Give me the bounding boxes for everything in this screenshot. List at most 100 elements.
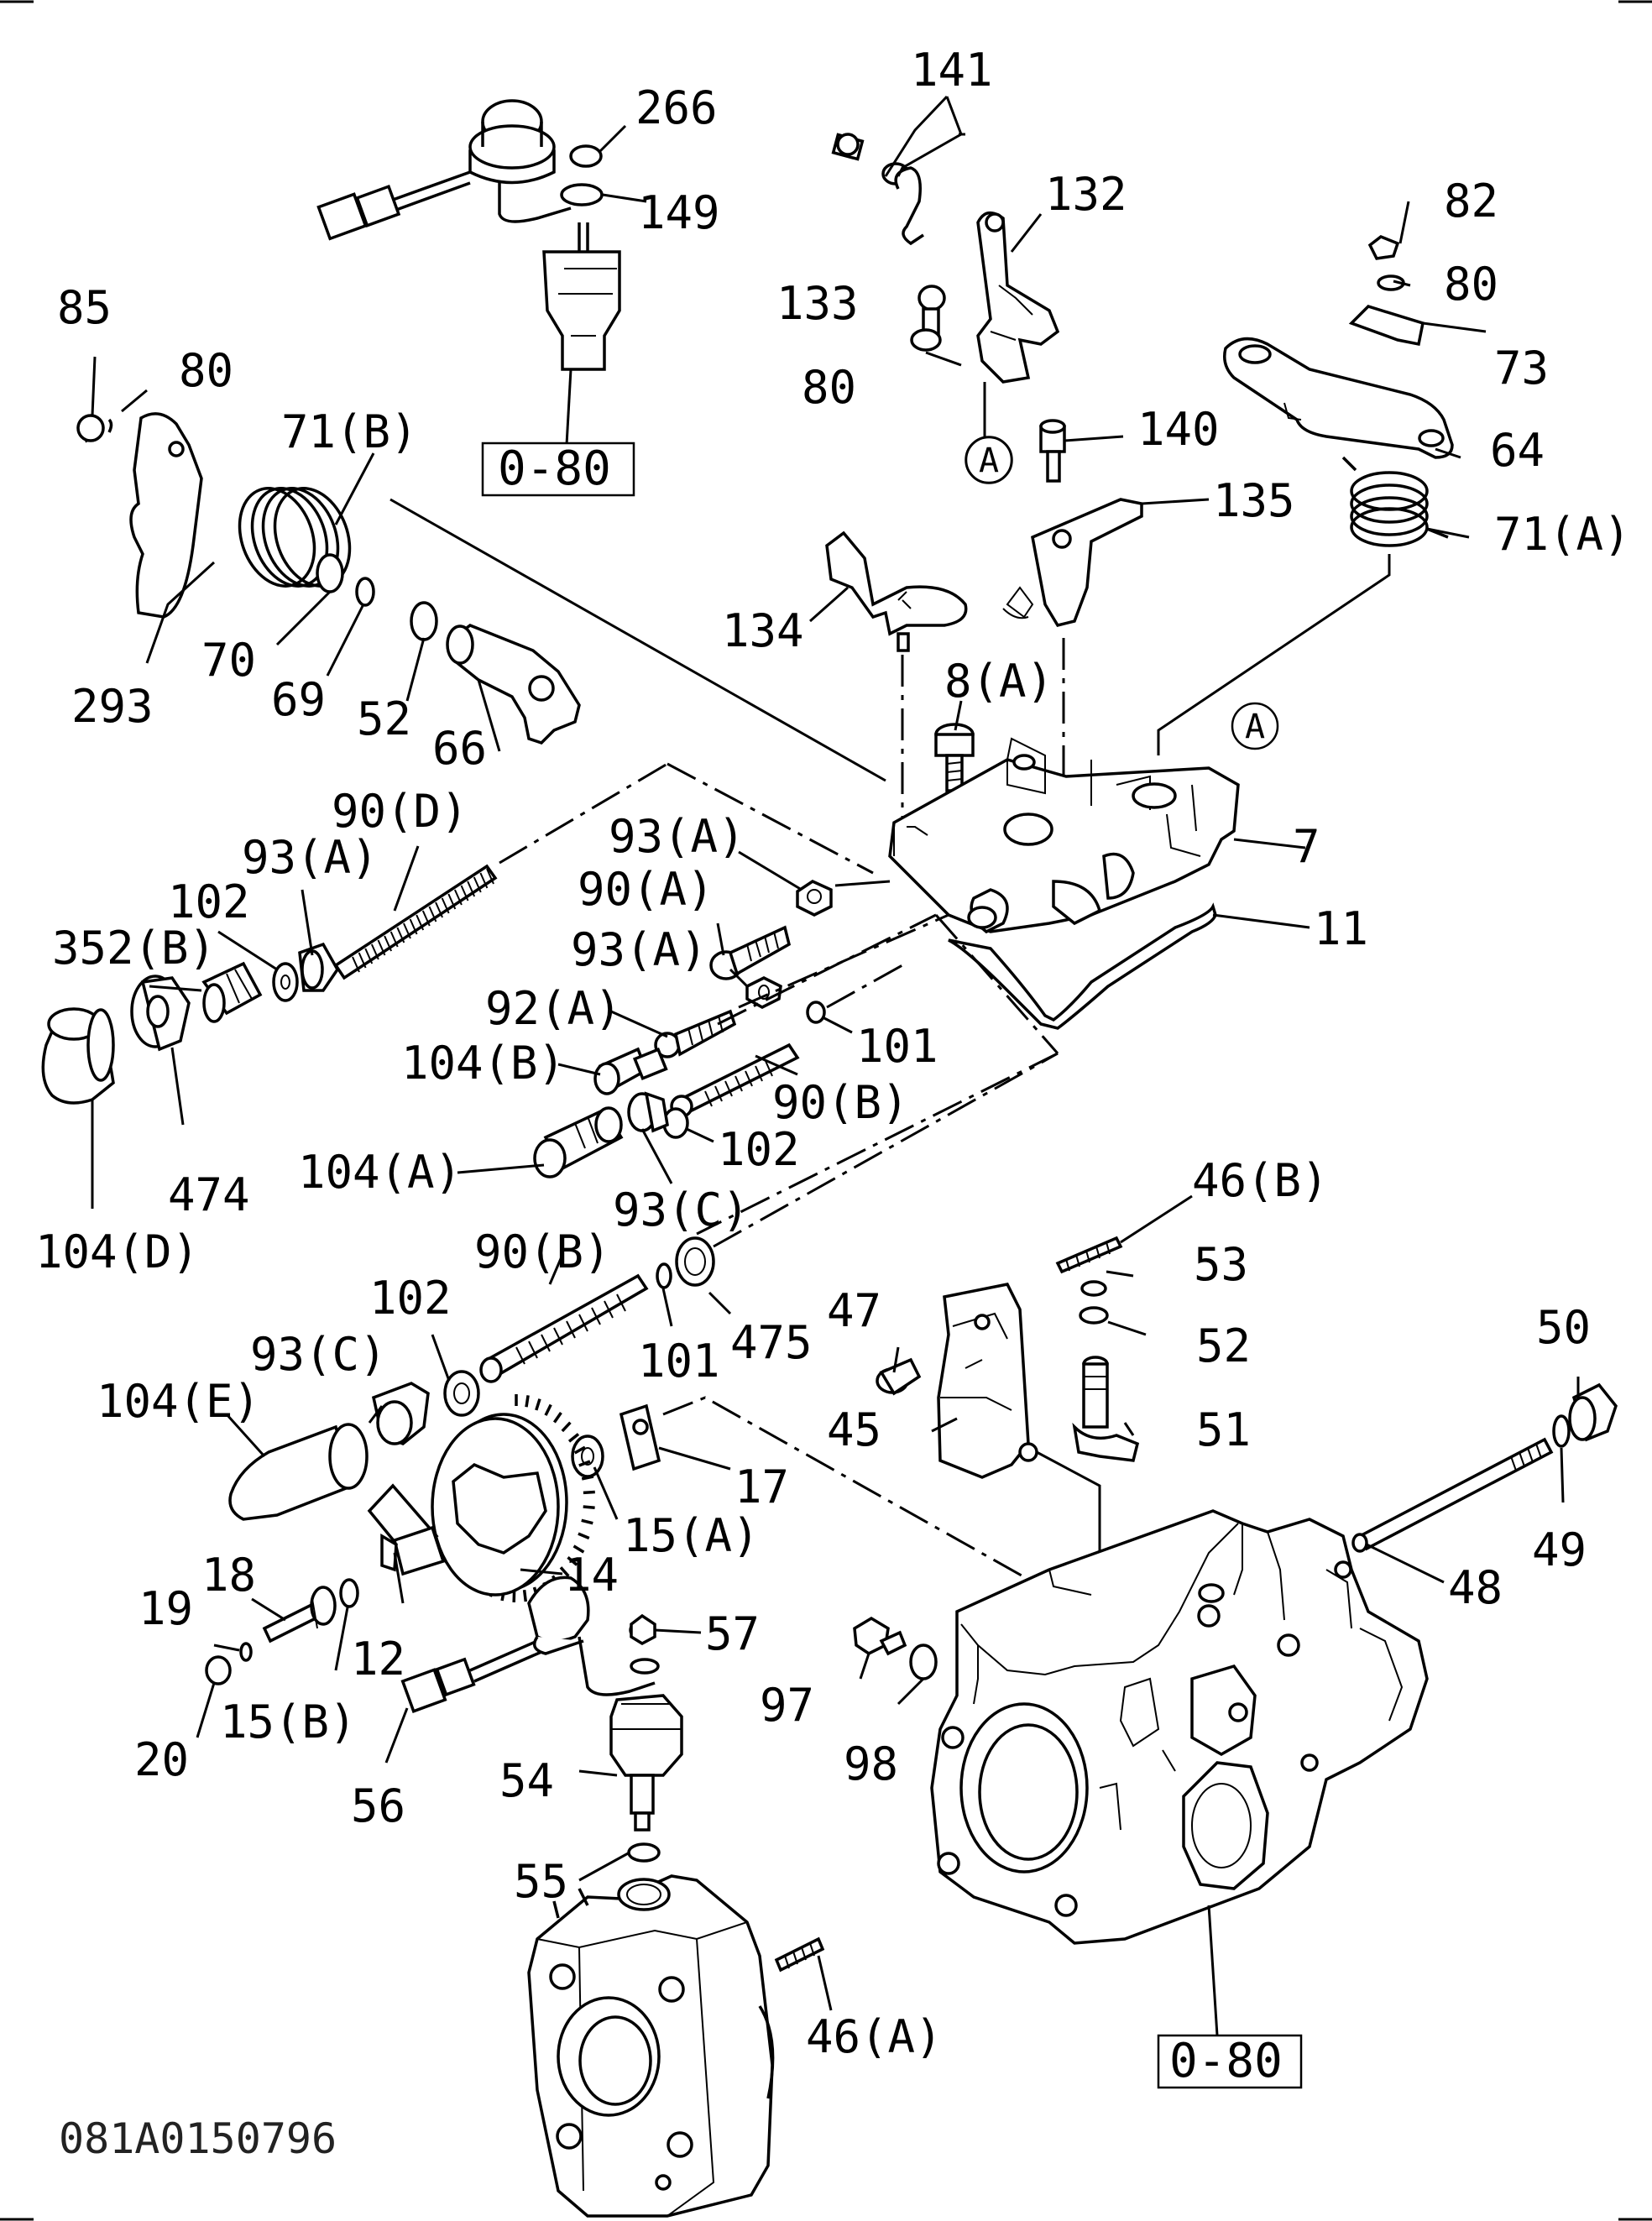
lever-293-assembly[interactable] bbox=[76, 412, 886, 782]
cap-474[interactable] bbox=[130, 975, 191, 1052]
lever-45[interactable] bbox=[937, 1283, 1101, 1637]
callout-293: 293 bbox=[71, 680, 154, 733]
callout-101-a: 101 bbox=[856, 1020, 938, 1073]
nut-93c-mid[interactable] bbox=[627, 1091, 669, 1133]
washer-52-low[interactable] bbox=[1079, 1306, 1109, 1325]
spring-46a[interactable] bbox=[774, 1936, 825, 1973]
callout-80-b: 80 bbox=[802, 361, 856, 414]
callout-104a: 104(A) bbox=[298, 1146, 462, 1199]
sensor-top-assembly[interactable] bbox=[316, 99, 621, 446]
governor-cover-7[interactable] bbox=[888, 737, 1240, 934]
callout-90a: 90(A) bbox=[578, 863, 714, 916]
plate-134[interactable] bbox=[825, 530, 968, 831]
callout-101-b: 101 bbox=[638, 1335, 720, 1387]
callout-50: 50 bbox=[1536, 1301, 1591, 1354]
plunger-104b[interactable] bbox=[593, 1047, 668, 1095]
lever-64-assembly[interactable] bbox=[1157, 235, 1454, 755]
washer-102-top[interactable] bbox=[272, 962, 299, 1002]
reference-box-top[interactable]: 0-80 bbox=[481, 442, 635, 497]
bracket-135[interactable] bbox=[1002, 419, 1143, 789]
cap-104e[interactable] bbox=[228, 1423, 369, 1521]
nut-352b[interactable] bbox=[201, 961, 263, 1023]
oring-101-mid[interactable] bbox=[806, 964, 903, 1024]
callout-20: 20 bbox=[134, 1733, 189, 1786]
housing-block[interactable] bbox=[527, 1874, 775, 2218]
callout-97: 97 bbox=[760, 1679, 814, 1732]
bolt-8a[interactable] bbox=[934, 723, 975, 827]
callout-134: 134 bbox=[722, 604, 804, 657]
plate-17[interactable] bbox=[619, 1403, 661, 1471]
sensor-56-assembly[interactable] bbox=[400, 1576, 683, 1863]
screw-90b-low[interactable] bbox=[479, 1273, 649, 1383]
drawing-code: 081A0150796 bbox=[59, 2114, 337, 2163]
callout-141: 141 bbox=[911, 44, 993, 97]
oring-53[interactable] bbox=[1080, 1280, 1107, 1297]
washer-15b[interactable] bbox=[339, 1578, 359, 1608]
callout-135: 135 bbox=[1213, 474, 1295, 527]
callout-352b: 352(B) bbox=[52, 922, 216, 975]
screw-48[interactable] bbox=[1351, 1437, 1554, 1553]
nut-93a-mid[interactable] bbox=[796, 880, 833, 917]
weights-12[interactable] bbox=[367, 1483, 446, 1576]
callout-52-b: 52 bbox=[1196, 1320, 1251, 1372]
callout-17: 17 bbox=[735, 1461, 789, 1513]
spring-71b[interactable] bbox=[227, 478, 363, 596]
callout-73: 73 bbox=[1494, 342, 1549, 395]
oring-49[interactable] bbox=[1552, 1414, 1571, 1448]
screw-90d[interactable] bbox=[333, 762, 874, 980]
callout-133: 133 bbox=[776, 277, 859, 330]
callout-80-a: 80 bbox=[1444, 258, 1498, 311]
dashed-guide-third bbox=[713, 1052, 1059, 1248]
callout-71b: 71(B) bbox=[281, 405, 418, 458]
reference-box-bottom[interactable]: 0-80 bbox=[1157, 2034, 1303, 2089]
gasket-11[interactable] bbox=[948, 902, 1217, 1030]
ring-19[interactable] bbox=[239, 1642, 253, 1662]
callout-52-a: 52 bbox=[357, 692, 411, 745]
shaft-18[interactable] bbox=[262, 1586, 337, 1644]
plunger-104a[interactable] bbox=[533, 1106, 624, 1178]
washer-98[interactable] bbox=[909, 1644, 938, 1680]
washer-15a[interactable] bbox=[571, 1435, 604, 1478]
bolt-47[interactable] bbox=[876, 1357, 922, 1396]
callout-93a-c: 93(A) bbox=[571, 923, 708, 976]
cap-104d[interactable] bbox=[41, 1007, 115, 1105]
oring-101-low[interactable] bbox=[656, 1262, 672, 1289]
nut-93a-low[interactable] bbox=[745, 976, 782, 1009]
shaft-51[interactable] bbox=[1072, 1356, 1140, 1462]
washer-102-low[interactable] bbox=[443, 1370, 480, 1417]
callout-48: 48 bbox=[1448, 1561, 1503, 1614]
cap-20[interactable] bbox=[205, 1655, 232, 1685]
callout-15b: 15(B) bbox=[220, 1696, 357, 1748]
callout-475: 475 bbox=[730, 1316, 813, 1369]
seal-475[interactable] bbox=[675, 1236, 715, 1287]
spring-71a[interactable] bbox=[1341, 456, 1449, 547]
svg-text:A: A bbox=[1245, 708, 1265, 746]
callout-19: 19 bbox=[139, 1582, 193, 1635]
callout-132: 132 bbox=[1045, 168, 1127, 221]
section-marker-a-right: A bbox=[1231, 702, 1279, 750]
pump-body[interactable] bbox=[930, 1509, 1429, 1945]
callout-12: 12 bbox=[351, 1633, 405, 1685]
callout-104b: 104(B) bbox=[401, 1037, 565, 1090]
callout-93a-b: 93(A) bbox=[609, 810, 745, 863]
nut-93c-low[interactable] bbox=[371, 1382, 430, 1446]
callout-labels: 266 149 141 132 82 80 133 80 73 85 80 71… bbox=[35, 44, 1631, 2063]
nut-50[interactable] bbox=[1568, 1382, 1618, 1442]
callout-98: 98 bbox=[844, 1738, 898, 1790]
callout-90d: 90(D) bbox=[332, 785, 468, 838]
gear-14[interactable] bbox=[431, 1394, 595, 1602]
callout-92a: 92(A) bbox=[485, 982, 622, 1035]
callout-45: 45 bbox=[827, 1403, 881, 1456]
callout-93a-a: 93(A) bbox=[242, 831, 379, 884]
section-marker-a-top: A bbox=[965, 436, 1013, 484]
callout-93c-a: 93(C) bbox=[613, 1184, 750, 1236]
bolt-97[interactable] bbox=[853, 1616, 907, 1656]
callout-140: 140 bbox=[1137, 403, 1220, 456]
callout-66: 66 bbox=[432, 722, 487, 775]
spring-46b[interactable] bbox=[1055, 1236, 1123, 1274]
callout-90b-a: 90(B) bbox=[772, 1076, 909, 1129]
bracket-132-assembly[interactable] bbox=[831, 133, 1060, 484]
callout-474: 474 bbox=[168, 1168, 250, 1221]
nut-93a-top[interactable] bbox=[298, 942, 340, 992]
